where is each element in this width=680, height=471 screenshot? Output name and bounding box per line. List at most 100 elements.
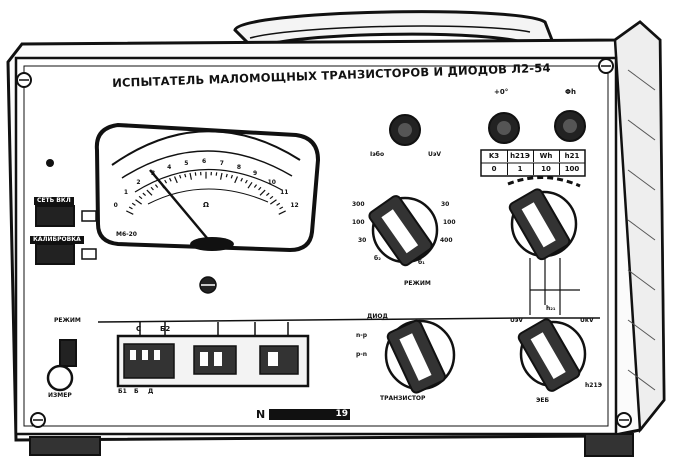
meter-tick	[219, 172, 223, 180]
measure-label: UэV	[510, 317, 524, 324]
range-bottom-label: б₂	[374, 255, 381, 262]
meter-scale-number: 2	[136, 178, 141, 186]
calibration-knob[interactable]	[390, 115, 420, 145]
meter-tick	[189, 172, 193, 180]
meter-tick	[269, 199, 277, 205]
meter-tick	[164, 179, 168, 184]
range-label: 100	[443, 219, 456, 226]
measure-label: ЭЕБ	[536, 397, 550, 404]
meter-scale-number: 8	[236, 163, 242, 171]
meter-scale-number: 4	[167, 163, 172, 171]
meter-tick	[131, 202, 136, 206]
socket-label-d: Д	[148, 388, 154, 395]
meter-scale-number: 12	[290, 201, 299, 209]
meter-tick	[225, 173, 228, 178]
meter-tick	[278, 210, 286, 215]
calibrate-button[interactable]	[36, 244, 74, 264]
socket-label-c: С	[136, 325, 142, 333]
meter-tick	[173, 176, 178, 184]
mode-switch-label: ИЗМЕР	[48, 392, 72, 399]
meter-scale-number: 11	[280, 189, 289, 197]
h-table-cell: 100	[564, 165, 580, 173]
measure-rotary-switch[interactable]	[521, 322, 585, 386]
serial-bar: 19	[269, 409, 350, 420]
meter-tick	[265, 192, 270, 197]
mode-position-npn: n-p	[356, 332, 368, 339]
calibrate-button-label: КАЛИБРОВКА	[30, 236, 84, 244]
meter-tick	[135, 199, 143, 205]
meter-tick	[247, 181, 253, 189]
range-label: 400	[440, 237, 453, 244]
range-label: 100	[352, 219, 365, 226]
meter-tick	[126, 210, 134, 215]
mode-rotary-switch[interactable]	[386, 321, 454, 389]
meter-tick	[146, 189, 153, 196]
meter-tick	[154, 184, 159, 188]
h-table-cell: 1	[507, 163, 534, 175]
transistor-socket[interactable]	[118, 336, 308, 386]
meter-tick	[244, 179, 248, 184]
meter-symbol: Ω	[203, 201, 209, 209]
phase-knob[interactable]	[555, 111, 585, 141]
meter-scale-number: 3	[151, 169, 156, 177]
knob-label-ieb: Iэбо	[370, 151, 385, 158]
meter-tick	[230, 174, 233, 179]
range-bottom-label: б₁	[418, 259, 425, 266]
meter-scale-number: 1	[123, 189, 129, 197]
meter-scale-number: 0	[113, 201, 118, 209]
h-table-cell: h21Э	[507, 150, 534, 162]
knob-label-uev: UэV	[428, 151, 442, 158]
socket-label-b: Б	[134, 388, 139, 395]
meter-scale-number: 6	[202, 158, 207, 166]
socket-label-b1: Б1	[118, 388, 127, 395]
meter-scale-number: 10	[267, 178, 276, 186]
meter-tick	[142, 192, 147, 197]
measure-label: h21Э	[585, 382, 603, 389]
meter-tick	[234, 176, 239, 184]
knob-label-phi: Φh	[565, 88, 576, 96]
knob-label-zero: +0°	[494, 88, 509, 96]
h-table-cell: 10	[533, 163, 560, 175]
range-label: 300	[352, 201, 365, 208]
meter-tick	[269, 195, 274, 200]
range-switch[interactable]	[373, 198, 437, 262]
mode-position-transistor: ТРАНЗИСТОР	[380, 395, 426, 402]
h-table-cell: Wh	[533, 150, 560, 162]
h-table-cell: h21	[564, 152, 580, 160]
mode-bus-label: РЕЖИМ	[54, 317, 81, 324]
power-button[interactable]	[36, 206, 74, 226]
meter-tick	[240, 177, 243, 182]
meter-scale-number: 5	[184, 159, 189, 167]
meter-tick	[253, 184, 258, 188]
mode-switch-title: РЕЖИМ	[404, 280, 431, 287]
meter-scale-number: 9	[253, 169, 258, 177]
mode-position-pnp: p-n	[356, 351, 368, 358]
serial-year: 19	[335, 409, 348, 419]
h-table-cell: 0	[481, 163, 508, 175]
meter-scale-number: 7	[219, 159, 224, 167]
measure-label: UкV	[580, 317, 594, 324]
range-label: 30	[441, 201, 450, 208]
meter-tick	[279, 206, 284, 210]
meter-tick	[258, 186, 262, 191]
meter-maker-mark: M6-20	[116, 231, 137, 238]
mode-position-diode: ДИОД	[367, 313, 388, 320]
meter-tick	[150, 186, 154, 191]
meter-tick	[184, 173, 187, 178]
measure-label: h₂₁	[546, 305, 556, 312]
meter-tick	[259, 189, 266, 196]
socket-label-b2: Б2	[160, 325, 171, 333]
mode-toggle-switch[interactable]	[48, 338, 78, 390]
h-table-cell: K3	[481, 150, 508, 162]
zero-knob[interactable]	[489, 113, 519, 143]
serial-plate: N 19	[256, 407, 350, 422]
parameter-switch[interactable]	[512, 192, 576, 256]
serial-prefix: N	[256, 408, 266, 421]
meter-tick	[128, 206, 133, 210]
meter-tick	[169, 177, 172, 182]
range-label: 30	[358, 237, 367, 244]
meter-tick	[138, 195, 143, 200]
